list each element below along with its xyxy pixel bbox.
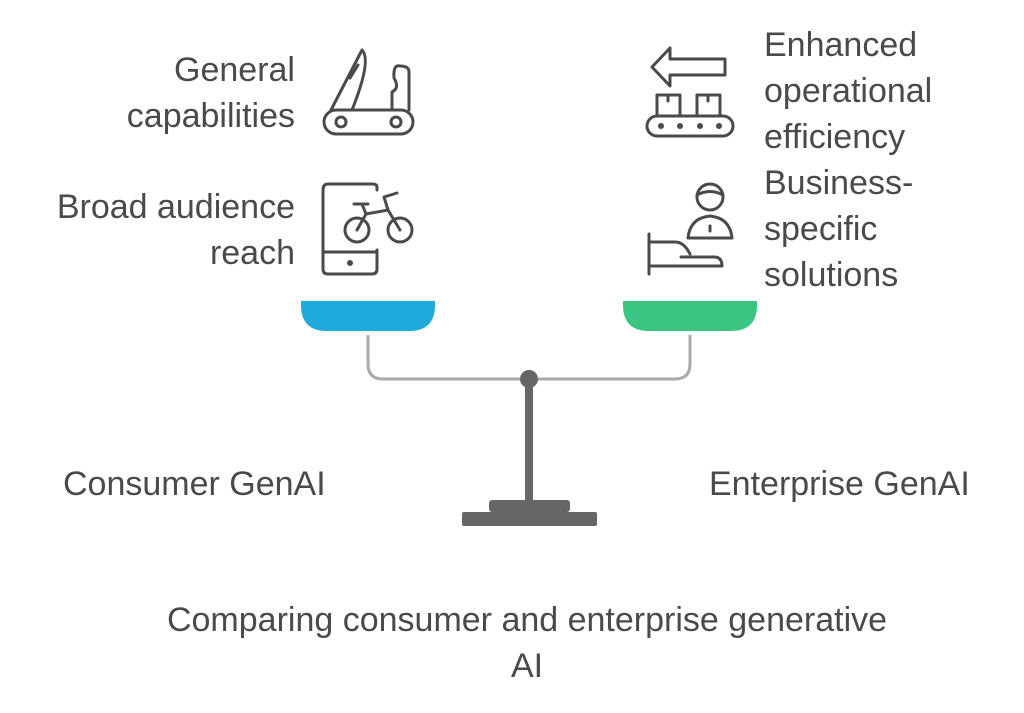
right-item-operational-efficiency: Enhanced operational efficiency <box>764 22 932 160</box>
scale-base-top <box>489 500 570 512</box>
consumer-pan <box>301 301 435 331</box>
scale-beam <box>366 335 692 381</box>
item-text-line: Business- <box>764 164 914 202</box>
enterprise-pan <box>623 301 757 331</box>
diagram-title: Comparing consumer and enterprise genera… <box>0 597 1024 689</box>
item-text-line: General <box>174 51 295 89</box>
scale-pillar <box>525 379 533 501</box>
title-line: AI <box>510 647 544 685</box>
item-text-line: operational <box>764 72 933 110</box>
item-text-line: Enhanced <box>764 26 918 64</box>
conveyor-belt-icon <box>645 46 735 138</box>
item-text-line: reach <box>209 234 295 272</box>
person-service-hand-icon <box>647 182 734 276</box>
left-item-general-capabilities: General capabilities <box>127 47 295 139</box>
consumer-genai-label: Consumer GenAI <box>63 465 326 503</box>
scale-pivot <box>520 370 538 388</box>
left-item-broad-audience: Broad audience reach <box>57 184 295 276</box>
enterprise-genai-label: Enterprise GenAI <box>709 465 970 503</box>
scale-base <box>462 512 597 526</box>
item-text-line: capabilities <box>126 97 295 135</box>
phone-bicycle-icon <box>321 182 414 276</box>
item-text-line: solutions <box>764 256 899 294</box>
item-text-line: specific <box>764 210 878 248</box>
title-line: Comparing consumer and enterprise genera… <box>166 601 888 639</box>
pocket-knife-icon <box>322 48 415 136</box>
item-text-line: Broad audience <box>56 188 295 226</box>
item-text-line: efficiency <box>764 118 906 156</box>
right-item-business-solutions: Business- specific solutions <box>764 160 913 298</box>
